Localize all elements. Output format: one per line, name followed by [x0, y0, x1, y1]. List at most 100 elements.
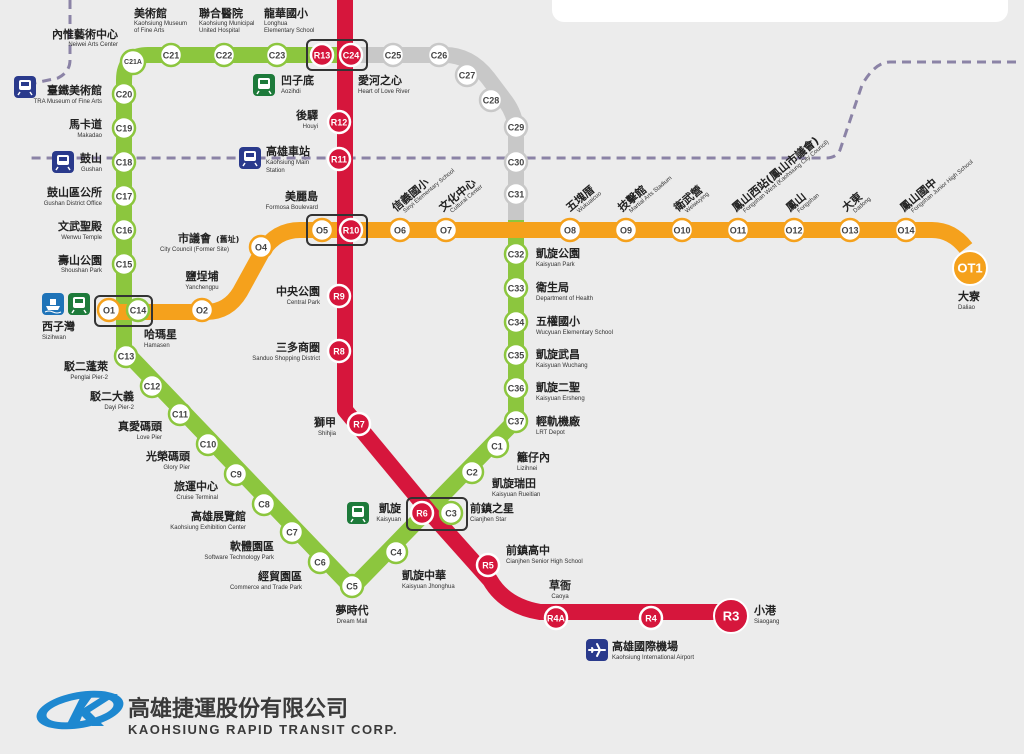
tra-train-icon: [14, 76, 36, 98]
station-r3[interactable]: R3: [713, 598, 749, 634]
station-c5[interactable]: C5: [339, 573, 365, 599]
station-c21[interactable]: C21: [158, 42, 184, 68]
station-c14[interactable]: C14: [125, 297, 151, 323]
station-c19[interactable]: C19: [111, 115, 137, 141]
station-c30[interactable]: C30: [503, 149, 529, 175]
label-ot1-zh: 大寮: [958, 289, 981, 303]
station-c34[interactable]: C34: [503, 309, 529, 335]
station-o13[interactable]: O13: [837, 217, 863, 243]
station-ot1[interactable]: OT1: [952, 250, 988, 286]
station-c9[interactable]: C9: [223, 461, 249, 487]
station-code-c32: C32: [508, 250, 525, 260]
station-r5[interactable]: R5: [475, 552, 501, 578]
station-r4a[interactable]: R4A: [543, 605, 569, 631]
station-r12[interactable]: R12: [326, 109, 352, 135]
station-r11[interactable]: R11: [326, 146, 352, 172]
label-r11-en1: Kaohsiung Main: [266, 160, 309, 166]
station-c17[interactable]: C17: [111, 183, 137, 209]
station-c18[interactable]: C18: [111, 149, 137, 175]
station-c20[interactable]: C20: [111, 81, 137, 107]
station-o2[interactable]: O2: [189, 297, 215, 323]
station-r10[interactable]: R10: [338, 217, 364, 243]
station-c16[interactable]: C16: [111, 217, 137, 243]
label-c2-en: Kaisyuan Rueitian: [492, 492, 540, 498]
label-c23-en1: Kaohsiung Municipal: [199, 21, 254, 27]
station-c28[interactable]: C28: [478, 87, 504, 113]
station-code-c23: C23: [269, 51, 286, 61]
station-c11[interactable]: C11: [167, 401, 193, 427]
station-c37[interactable]: C37: [503, 408, 529, 434]
station-code-c25: C25: [385, 51, 402, 61]
station-o6[interactable]: O6: [387, 217, 413, 243]
station-o12[interactable]: O12: [781, 217, 807, 243]
station-r6[interactable]: R6: [409, 500, 435, 526]
label-c35-en: Kaisyuan Wuchang: [536, 363, 588, 369]
station-c27[interactable]: C27: [454, 62, 480, 88]
station-code-c5: C5: [346, 582, 358, 592]
station-c15[interactable]: C15: [111, 251, 137, 277]
label-c16-zh: 文武聖殿: [58, 219, 103, 233]
station-r7[interactable]: R7: [346, 411, 372, 437]
station-c33[interactable]: C33: [503, 275, 529, 301]
station-code-c10: C10: [200, 440, 217, 450]
station-c2[interactable]: C2: [459, 459, 485, 485]
station-code-c16: C16: [116, 226, 133, 236]
station-c4[interactable]: C4: [383, 539, 409, 565]
station-c8[interactable]: C8: [251, 491, 277, 517]
label-c35-zh: 凱旋武昌: [536, 347, 580, 361]
station-code-o4: O4: [255, 243, 267, 253]
station-code-c33: C33: [508, 284, 525, 294]
label-r7-zh: 獅甲: [313, 415, 336, 429]
station-c32[interactable]: C32: [503, 241, 529, 267]
station-r13[interactable]: R13: [309, 42, 335, 68]
station-o1[interactable]: O1: [96, 297, 122, 323]
label-r10-zh: 美麗島: [285, 189, 318, 203]
station-code-c1: C1: [491, 442, 503, 452]
station-code-c6: C6: [314, 558, 326, 568]
label-c20-en: TRA Museum of Fine Arts: [34, 99, 102, 105]
station-c24[interactable]: C24: [338, 42, 364, 68]
station-c1[interactable]: C1: [484, 433, 510, 459]
station-c22[interactable]: C22: [211, 42, 237, 68]
station-r9[interactable]: R9: [326, 283, 352, 309]
label-c6-zh: 經貿園區: [258, 569, 302, 583]
station-c35[interactable]: C35: [503, 342, 529, 368]
station-c10[interactable]: C10: [195, 431, 221, 457]
station-o5[interactable]: O5: [309, 217, 335, 243]
station-c7[interactable]: C7: [279, 519, 305, 545]
station-code-c27: C27: [459, 71, 476, 81]
label-c33-en: Department of Health: [536, 296, 593, 302]
station-c36[interactable]: C36: [503, 375, 529, 401]
label-c8-zh: 高雄展覽館: [191, 509, 246, 523]
station-r4[interactable]: R4: [638, 605, 664, 631]
station-o4[interactable]: O4: [248, 234, 274, 260]
station-c21a[interactable]: C21A: [119, 48, 147, 76]
station-o9[interactable]: O9: [613, 217, 639, 243]
station-code-r7: R7: [353, 420, 365, 430]
station-c23[interactable]: C23: [264, 42, 290, 68]
station-o14[interactable]: O14: [893, 217, 919, 243]
label-r8-zh: 三多商圈: [276, 340, 320, 354]
station-r8[interactable]: R8: [326, 338, 352, 364]
station-code-o2: O2: [196, 306, 208, 316]
station-code-c31: C31: [508, 190, 525, 200]
station-o8[interactable]: O8: [557, 217, 583, 243]
label-r10-en: Formosa Boulevard: [266, 205, 318, 211]
label-c18-en: Gushan: [81, 167, 102, 173]
station-o10[interactable]: O10: [669, 217, 695, 243]
station-c13[interactable]: C13: [113, 343, 139, 369]
station-c12[interactable]: C12: [139, 373, 165, 399]
station-code-c22: C22: [216, 51, 233, 61]
station-o11[interactable]: O11: [725, 217, 751, 243]
label-c15-en: Shoushan Park: [61, 268, 103, 274]
station-c6[interactable]: C6: [307, 549, 333, 575]
station-c3[interactable]: C3: [438, 500, 464, 526]
station-code-c19: C19: [116, 124, 133, 134]
station-c31[interactable]: C31: [503, 181, 529, 207]
station-c26[interactable]: C26: [426, 42, 452, 68]
station-code-c4: C4: [390, 548, 402, 558]
station-code-o13: O13: [841, 226, 858, 236]
station-c29[interactable]: C29: [503, 114, 529, 140]
station-o7[interactable]: O7: [433, 217, 459, 243]
station-c25[interactable]: C25: [380, 42, 406, 68]
